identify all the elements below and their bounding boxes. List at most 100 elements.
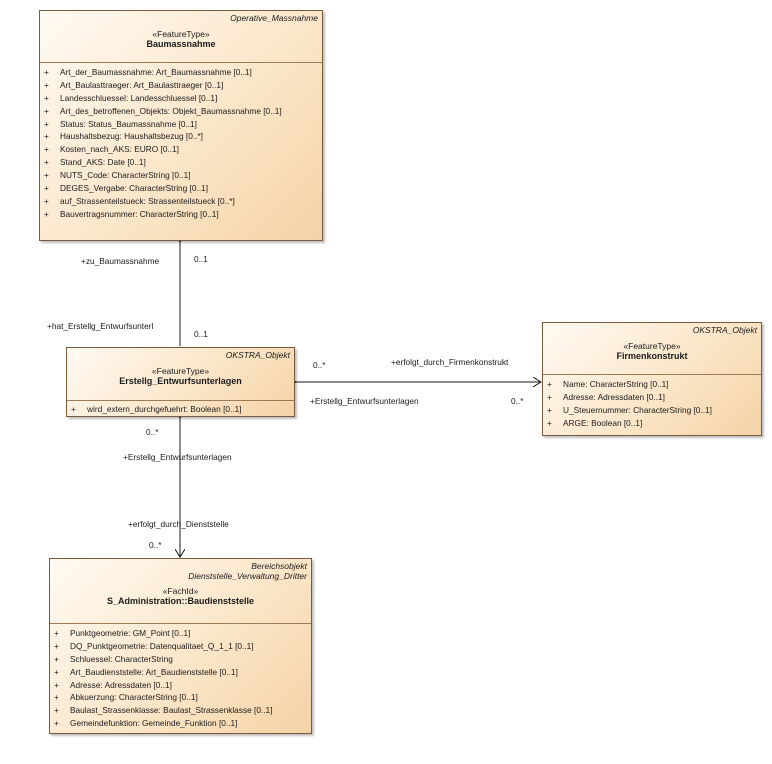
attribute-row[interactable]: +Gemeindefunktion: Gemeinde_Funktion [0.… xyxy=(50,717,311,730)
attribute-text: DQ_Punktgeometrie: Datenqualitaet_Q_1_1 … xyxy=(70,640,254,651)
visibility-marker: + xyxy=(44,105,49,116)
visibility-marker: + xyxy=(54,692,59,703)
role-label-erstellg-entwurfsunterlagen: +Erstellg_Entwurfsunterlagen xyxy=(310,396,419,406)
attribute-text: U_Steuernummer: CharacterString [0..1] xyxy=(563,404,712,415)
visibility-marker: + xyxy=(44,208,49,219)
visibility-marker: + xyxy=(54,640,59,651)
stereotype: «FachId» xyxy=(162,586,199,596)
class-header: OKSTRA_Objekt «FeatureType» Erstellg_Ent… xyxy=(67,348,294,401)
visibility-marker: + xyxy=(547,391,552,402)
visibility-marker: + xyxy=(44,67,49,77)
attribute-text: Kosten_nach_AKS: EURO [0..1] xyxy=(60,144,179,155)
attribute-text: Punktgeometrie: GM_Point [0..1] xyxy=(70,628,191,638)
attribute-row[interactable]: +Baulast_Strassenklasse: Baulast_Strasse… xyxy=(50,704,311,717)
multiplicity-label: 0..1 xyxy=(194,254,208,264)
class-baudienststelle[interactable]: Bereichsobjekt Dienststelle_Verwaltung_D… xyxy=(49,558,312,734)
attribute-list: +Name: CharacterString [0..1]+Adresse: A… xyxy=(543,375,761,430)
stereotype: «FeatureType» xyxy=(152,29,210,39)
class-name: S_Administration::Baudienststelle xyxy=(106,596,255,606)
class-header: OKSTRA_Objekt «FeatureType» Firmenkonstr… xyxy=(543,323,761,375)
visibility-marker: + xyxy=(547,404,552,415)
multiplicity-label: 0..* xyxy=(146,427,159,437)
class-erstellg-entwurfsunterlagen[interactable]: OKSTRA_Objekt «FeatureType» Erstellg_Ent… xyxy=(66,347,295,417)
class-name: Firmenkonstrukt xyxy=(616,351,688,361)
attribute-text: Adresse: Adressdaten [0..1] xyxy=(70,679,172,690)
multiplicity-label: 0..* xyxy=(313,360,326,370)
multiplicity-label: 0..* xyxy=(149,540,162,550)
attribute-row[interactable]: + DQ_Punktgeometrie: Datenqualitaet_Q_1_1… xyxy=(50,640,311,653)
attribute-text: Name: CharacterString [0..1] xyxy=(563,379,669,389)
attribute-text: Schluessel: CharacterString xyxy=(70,653,173,664)
visibility-marker: + xyxy=(44,183,49,194)
attribute-text: Abkuerzung: CharacterString [0..1] xyxy=(70,692,198,703)
attribute-text: Art_Baudienststelle: Art_Baudienststelle… xyxy=(70,666,238,677)
attribute-row[interactable]: +Adresse: Adressdaten [0..1] xyxy=(543,391,761,404)
attribute-text: DEGES_Vergabe: CharacterString [0..1] xyxy=(60,183,209,194)
attribute-row[interactable]: +Status: Status_Baumassnahme [0..1] xyxy=(40,118,322,131)
attribute-text: Bauvertragsnummer: CharacterString [0..1… xyxy=(60,208,219,219)
class-name: Baumassnahme xyxy=(146,39,216,49)
attribute-text: Baulast_Strassenklasse: Baulast_Strassen… xyxy=(70,705,273,716)
attribute-text: NUTS_Code: CharacterString [0..1] xyxy=(60,170,191,181)
class-baumassnahme[interactable]: Operative_Massnahme «FeatureType» Baumas… xyxy=(39,10,323,241)
role-label-zu-baumassnahme: +zu_Baumassnahme xyxy=(81,256,160,266)
attribute-row[interactable]: + U_Steuernummer: CharacterString [0..1] xyxy=(543,404,761,417)
parent-package-line-1: Bereichsobjekt xyxy=(251,561,307,571)
multiplicity-label: 0..1 xyxy=(194,329,208,339)
attribute-row[interactable]: + Art_Baudienststelle: Art_Baudienststell… xyxy=(50,666,311,679)
attribute-row[interactable]: +Schluessel: CharacterString xyxy=(50,653,311,666)
visibility-marker: + xyxy=(547,417,552,428)
attribute-list: + Punktgeometrie: GM_Point [0..1] + DQ_Punk… xyxy=(50,624,311,730)
visibility-marker: + xyxy=(44,170,49,181)
visibility-marker: + xyxy=(71,404,76,414)
attribute-row[interactable]: +Art_Baulasttraeger: Art_Baulasttraeger … xyxy=(40,79,322,92)
parent-package-line-2: Dienststelle_Verwaltung_Dritter xyxy=(188,571,307,581)
attribute-row[interactable]: + ARGE: Boolean [0..1] xyxy=(543,417,761,430)
class-header: Bereichsobjekt Dienststelle_Verwaltung_D… xyxy=(50,559,311,624)
attribute-text: Status: Status_Baumassnahme [0..1] xyxy=(60,118,197,129)
attribute-row[interactable]: + Punktgeometrie: GM_Point [0..1] xyxy=(50,627,311,640)
attribute-text: wird_extern_durchgefuehrt: Boolean [0..1… xyxy=(87,404,242,414)
visibility-marker: + xyxy=(44,144,49,155)
visibility-marker: + xyxy=(44,131,49,142)
attribute-row[interactable]: + Stand_AKS: Date [0..1] xyxy=(40,156,322,169)
attribute-row[interactable]: + NUTS_Code: CharacterString [0..1] xyxy=(40,169,322,182)
attribute-row[interactable]: +Art_des_betroffenen_Objekts: Objekt_Bau… xyxy=(40,105,322,118)
attribute-row[interactable]: +Adresse: Adressdaten [0..1] xyxy=(50,679,311,692)
attribute-text: Landesschluessel: Landesschluessel [0..1… xyxy=(60,92,218,103)
stereotype: «FeatureType» xyxy=(623,341,681,351)
attribute-row[interactable]: + Haushaltsbezug: Haushaltsbezug [0..*] xyxy=(40,130,322,143)
class-name: Erstellg_Entwurfsunterlagen xyxy=(119,376,242,386)
parent-package: OKSTRA_Objekt xyxy=(692,325,757,335)
attribute-row[interactable]: +Landesschluessel: Landesschluessel [0..… xyxy=(40,92,322,105)
attribute-row[interactable]: + Kosten_nach_AKS: EURO [0..1] xyxy=(40,143,322,156)
attribute-row[interactable]: +Art_der_Baumassnahme: Art_Baumassnahme … xyxy=(40,66,322,79)
visibility-marker: + xyxy=(54,718,59,729)
attribute-row[interactable]: + Abkuerzung: CharacterString [0..1] xyxy=(50,691,311,704)
attribute-text: ARGE: Boolean [0..1] xyxy=(563,417,643,428)
visibility-marker: + xyxy=(54,628,59,638)
visibility-marker: + xyxy=(54,666,59,677)
visibility-marker: + xyxy=(44,195,49,206)
attribute-row[interactable]: + Bauvertragsnummer: CharacterString [0..… xyxy=(40,208,322,221)
attribute-list: + wird_extern_durchgefuehrt: Boolean [0..… xyxy=(67,401,294,416)
attribute-text: auf_Strassenteilstueck: Strassenteilstue… xyxy=(60,195,235,206)
attribute-row[interactable]: + wird_extern_durchgefuehrt: Boolean [0..… xyxy=(67,403,294,416)
attribute-text: Stand_AKS: Date [0..1] xyxy=(60,157,146,168)
role-label-hat-erstellg: +hat_Erstellg_Entwurfsunterl xyxy=(47,321,154,331)
class-firmenkonstrukt[interactable]: OKSTRA_Objekt «FeatureType» Firmenkonstr… xyxy=(542,322,762,436)
stereotype: «FeatureType» xyxy=(151,366,210,376)
attribute-text: Art_Baulasttraeger: Art_Baulasttraeger [… xyxy=(60,79,224,90)
parent-package: Operative_Massnahme xyxy=(230,13,318,23)
attribute-row[interactable]: +Name: CharacterString [0..1] xyxy=(543,378,761,391)
attribute-row[interactable]: + DEGES_Vergabe: CharacterString [0..1] xyxy=(40,182,322,195)
attribute-row[interactable]: + auf_Strassenteilstueck: Strassenteilstu… xyxy=(40,195,322,208)
multiplicity-label: 0..* xyxy=(511,396,524,406)
parent-package: OKSTRA_Objekt xyxy=(225,350,290,360)
attribute-text: Haushaltsbezug: Haushaltsbezug [0..*] xyxy=(60,131,203,142)
role-label-erfolgt-durch-firmenkonstrukt: +erfolgt_durch_Firmenkonstrukt xyxy=(391,357,509,367)
role-label-erstellg-entwurfsunterlagen: +Erstellg_Entwurfsunterlagen xyxy=(123,452,232,462)
visibility-marker: + xyxy=(44,157,49,168)
attribute-list: +Art_der_Baumassnahme: Art_Baumassnahme … xyxy=(40,63,322,221)
